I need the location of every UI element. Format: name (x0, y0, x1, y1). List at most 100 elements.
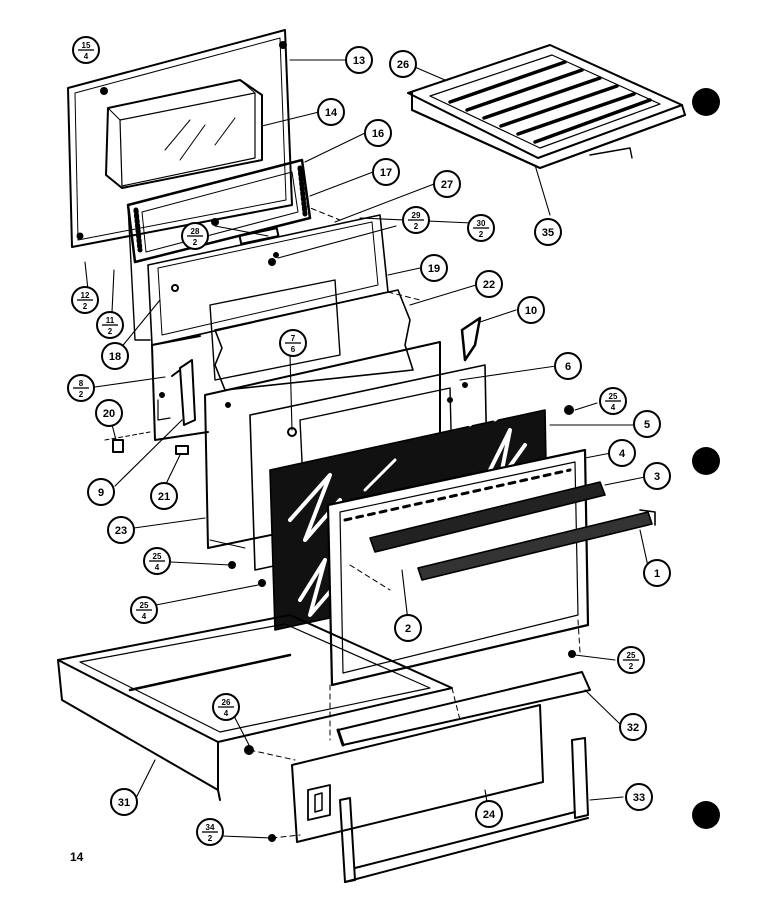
part-oven-rack (407, 44, 687, 170)
callout-number: 21 (158, 491, 170, 503)
callout-14: 14 (317, 98, 345, 126)
callout-18: 18 (101, 342, 129, 370)
callout-denominator: 4 (142, 612, 147, 621)
callout-7: 76 (279, 329, 307, 357)
callout-27: 27 (433, 170, 461, 198)
callout-denominator: 2 (79, 390, 84, 399)
callout-32: 32 (619, 713, 647, 741)
callout-23: 23 (107, 516, 135, 544)
callout-12: 122 (71, 286, 99, 314)
callout-2: 2 (394, 614, 422, 642)
callout-number: 13 (353, 55, 365, 67)
callout-31: 31 (110, 788, 138, 816)
callout-circle (475, 800, 503, 828)
callout-25c: 254 (130, 596, 158, 624)
callout-number: 32 (627, 722, 639, 734)
callout-circle (389, 50, 417, 78)
callout-denominator: 2 (108, 327, 113, 336)
callout-34: 342 (196, 818, 224, 846)
callout-numerator: 25 (140, 601, 149, 610)
callout-numerator: 30 (477, 219, 486, 228)
alignment-lines (217, 204, 581, 839)
callout-15: 154 (72, 36, 100, 64)
callout-denominator: 2 (414, 222, 419, 231)
callout-circle (475, 270, 503, 298)
callout-11: 112 (96, 311, 124, 339)
callout-number: 20 (103, 408, 115, 420)
callout-denominator: 2 (193, 238, 198, 247)
callout-circle (150, 482, 178, 510)
callout-28: 282 (181, 222, 209, 250)
callout-29: 292 (402, 206, 430, 234)
callout-35: 35 (534, 218, 562, 246)
callout-denominator: 4 (155, 563, 160, 572)
callout-denominator: 2 (479, 230, 484, 239)
callout-circle (101, 342, 129, 370)
callout-6: 6 (554, 352, 582, 380)
part-door-insulation (126, 158, 312, 341)
callout-circle (107, 516, 135, 544)
callout-circle (643, 462, 671, 490)
callout-circle (420, 254, 448, 282)
callout-19: 19 (420, 254, 448, 282)
callout-22: 22 (475, 270, 503, 298)
callout-circle (95, 399, 123, 427)
callout-21: 21 (150, 482, 178, 510)
callout-circle (554, 352, 582, 380)
callout-9: 9 (87, 478, 115, 506)
part-hinge (460, 316, 482, 362)
part-outer-door-panel (67, 29, 293, 248)
callout-circle (433, 170, 461, 198)
callout-26b: 264 (212, 693, 240, 721)
callout-numerator: 26 (222, 698, 231, 707)
callout-circle (534, 218, 562, 246)
part-trim-strip (336, 671, 591, 747)
part-handle-rail (369, 481, 606, 553)
callout-number: 1 (654, 568, 660, 580)
callout-number: 24 (483, 809, 496, 821)
callout-17: 17 (372, 158, 400, 186)
callout-number: 16 (372, 128, 384, 140)
callout-circle (364, 119, 392, 147)
callout-10: 10 (517, 296, 545, 324)
callout-30: 302 (467, 214, 495, 242)
binder-hole-bottom (692, 801, 720, 829)
callout-circle (317, 98, 345, 126)
callout-25a: 254 (599, 387, 627, 415)
callout-number: 2 (405, 623, 411, 635)
callout-number: 14 (325, 107, 338, 119)
callout-number: 35 (542, 227, 554, 239)
callout-number: 26 (397, 59, 409, 71)
callout-number: 22 (483, 279, 495, 291)
callout-24: 24 (475, 800, 503, 828)
callout-13: 13 (345, 46, 373, 74)
callout-circle (619, 713, 647, 741)
callout-circle (87, 478, 115, 506)
part-oven-window (105, 79, 263, 189)
callout-denominator: 2 (83, 302, 88, 311)
callout-denominator: 4 (84, 52, 89, 61)
callout-circle (517, 296, 545, 324)
callout-number: 9 (98, 487, 104, 499)
callout-denominator: 2 (208, 834, 213, 843)
callout-1: 1 (643, 559, 671, 587)
part-hinge-arm (171, 359, 196, 426)
callout-numerator: 29 (412, 211, 421, 220)
callout-25b: 254 (143, 547, 171, 575)
callout-25d: 252 (617, 646, 645, 674)
callout-3: 3 (643, 462, 671, 490)
callout-denominator: 4 (224, 709, 229, 718)
part-door-liner (151, 279, 341, 441)
callout-denominator: 4 (611, 403, 616, 412)
callout-number: 6 (565, 361, 571, 373)
callout-denominator: 6 (291, 345, 296, 354)
callout-circle (643, 559, 671, 587)
callout-circle (625, 783, 653, 811)
callout-numerator: 12 (81, 291, 90, 300)
callout-16: 16 (364, 119, 392, 147)
callout-circle (394, 614, 422, 642)
callout-number: 5 (644, 419, 650, 431)
callout-denominator: 2 (629, 662, 634, 671)
callout-26: 26 (389, 50, 417, 78)
